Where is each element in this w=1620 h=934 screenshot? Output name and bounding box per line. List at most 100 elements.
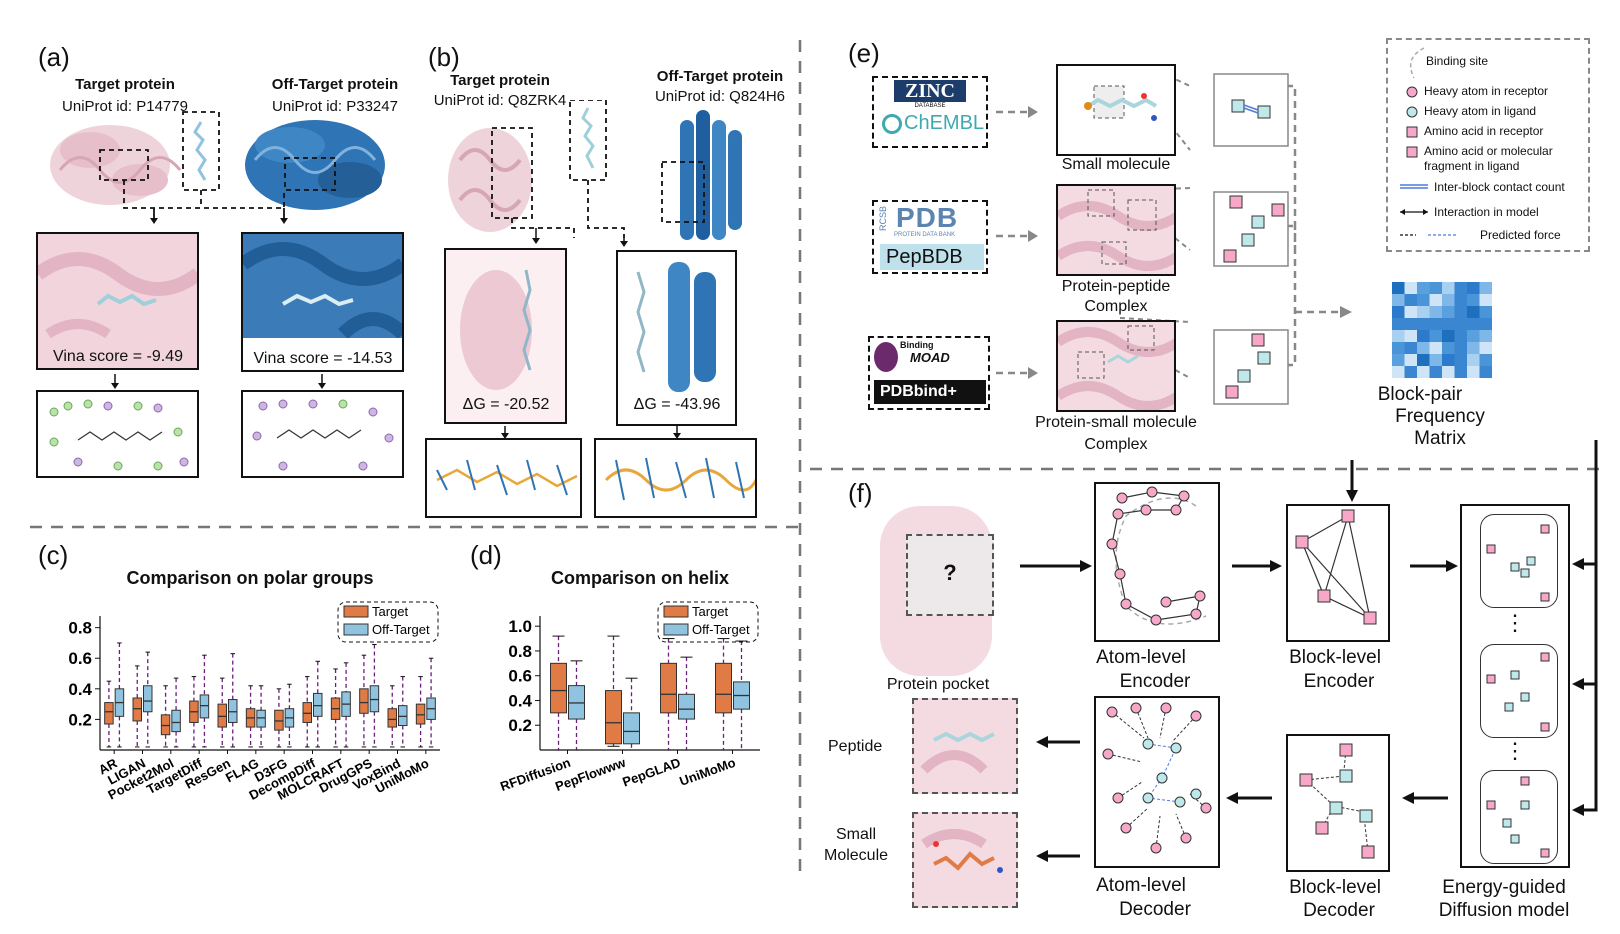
panel-d-label: (d) — [470, 540, 502, 570]
box-target — [605, 690, 622, 745]
diffusion-label-1: Energy-guided — [1442, 877, 1566, 898]
heatmap-cell — [1429, 318, 1442, 330]
pdb-logo: PDB — [896, 202, 959, 233]
panel-c-label: (c) — [38, 540, 69, 570]
legend-label: Target — [692, 604, 729, 619]
heatmap-cell — [1429, 330, 1442, 342]
box-target — [415, 703, 426, 725]
a-offtarget-interaction-map — [241, 390, 404, 478]
b-offtarget-uniprot: UniProt id: Q824H6 — [654, 88, 786, 105]
heatmap-cell — [1392, 354, 1405, 366]
heatmap-cell — [1417, 354, 1430, 366]
y-tick-label: 0.4 — [508, 691, 532, 710]
y-tick-label: 0.8 — [508, 642, 532, 661]
heatmap-cell — [1429, 354, 1442, 366]
atom-level-decoder-graph — [1094, 696, 1220, 868]
box-target — [550, 662, 567, 714]
block-level-encoder-graph — [1286, 504, 1390, 642]
b-target-dg: ΔG = -20.52 — [462, 396, 550, 413]
rcsb-label: RCSB — [878, 206, 888, 232]
heatmap-cell — [1467, 342, 1480, 354]
heatmap-cell — [1392, 342, 1405, 354]
heatmap-cell — [1429, 294, 1442, 306]
small-molecule-label-2: Molecule — [823, 847, 889, 864]
block-pair-frequency-heatmap — [1392, 282, 1492, 378]
e-protein-peptide-label: Protein-peptide — [1061, 278, 1171, 295]
legend-markers — [1400, 47, 1456, 236]
a-target-protein-image — [50, 125, 182, 205]
legend-amino-acid-receptor: Amino acid in receptor — [1424, 124, 1544, 138]
legend-fragment-ligand: fragment in ligand — [1424, 159, 1520, 173]
legend-heavy-atom-ligand: Heavy atom in ligand — [1424, 104, 1537, 118]
box-target — [160, 714, 171, 736]
heatmap-cell — [1417, 330, 1430, 342]
diffusion-state-3 — [1480, 770, 1558, 864]
chembl-icon — [882, 114, 902, 134]
a-protein-structures — [50, 111, 385, 224]
box-off-target — [678, 693, 695, 720]
e-protein-small-image — [1055, 320, 1181, 412]
a-offtarget-title: Off-Target protein — [271, 76, 399, 93]
b-target-title: Target protein — [450, 72, 550, 89]
panel-f-label: (f) — [848, 478, 873, 508]
peptide-label: Peptide — [828, 738, 883, 755]
box-off-target — [313, 692, 323, 717]
e-complex-1-label: Complex — [1084, 298, 1148, 315]
heatmap-cell — [1392, 330, 1405, 342]
a-target-uniprot: UniProt id: P14779 — [62, 98, 188, 115]
heatmap-cell — [1467, 318, 1480, 330]
heatmap-cell — [1454, 342, 1467, 354]
e-block-diagrams — [1213, 73, 1289, 405]
pocket-question-mark: ? — [943, 560, 957, 585]
pepbdb-logo: PepBDB — [880, 244, 984, 270]
y-tick-label: 0.2 — [68, 710, 92, 729]
a-target-score: Vina score = -9.49 — [52, 348, 183, 365]
y-tick-label: 0.2 — [508, 716, 532, 735]
heatmap-cell — [1454, 366, 1467, 378]
heatmap-cell — [1429, 366, 1442, 378]
heatmap-cell — [1442, 354, 1455, 366]
heatmap-cell — [1442, 330, 1455, 342]
heatmap-cell — [1404, 282, 1417, 294]
panel-e-label: (e) — [848, 38, 880, 68]
heatmap-cell — [1417, 294, 1430, 306]
box-target — [715, 662, 732, 714]
box-off-target — [369, 685, 380, 713]
pdb-logo-sub: PROTEIN DATA BANK — [894, 232, 956, 238]
pocket-binding-site: ? — [906, 534, 994, 616]
box-target — [387, 708, 397, 728]
legend-amino-acid-ligand: Amino acid or molecular — [1424, 144, 1553, 158]
block-decoder-label-1: Block-level — [1289, 877, 1381, 898]
box-target — [302, 702, 312, 723]
zinc-logo-sub: DATABASE — [914, 103, 946, 109]
b-arrows-down — [501, 426, 681, 439]
y-tick-label: 0.8 — [68, 619, 92, 638]
heatmap-cell — [1479, 306, 1492, 318]
legend-interaction: Interaction in model — [1434, 205, 1539, 219]
a-arrows-down — [111, 374, 326, 389]
legend-predicted-force: Predicted force — [1480, 228, 1561, 242]
e-flow-arrows — [996, 71, 1352, 379]
heatmap-cell — [1404, 330, 1417, 342]
y-tick-label: 0.4 — [68, 680, 92, 699]
heatmap-cell — [1442, 366, 1455, 378]
heatmap-cell — [1454, 330, 1467, 342]
box-target — [660, 662, 677, 714]
legend-binding-site: Binding site — [1426, 54, 1489, 68]
b-offtarget-title: Off-Target protein — [656, 68, 784, 85]
legend-contact-count: Inter-block contact count — [1434, 180, 1565, 194]
b-target-uniprot: UniProt id: Q8ZRK4 — [433, 92, 567, 109]
block-encoder-label-2: Encoder — [1303, 671, 1375, 692]
matrix-label-3: Matrix — [1414, 428, 1466, 449]
a-target-docking-image — [36, 232, 199, 370]
box-off-target — [228, 699, 238, 723]
chart-polar-groups: 0.20.40.60.8ARLIGANPocket2MolTargetDiffR… — [68, 601, 440, 803]
atom-encoder-label-1: Atom-level — [1096, 647, 1186, 668]
heatmap-cell — [1392, 294, 1405, 306]
legend-swatch — [343, 623, 369, 636]
heatmap-cell — [1392, 366, 1405, 378]
panel-b-label: (b) — [428, 42, 460, 72]
e-legend: Binding site Heavy atom in receptor Heav… — [1386, 38, 1590, 252]
b-target-interaction-map — [425, 438, 582, 518]
heatmap-cell — [1454, 282, 1467, 294]
